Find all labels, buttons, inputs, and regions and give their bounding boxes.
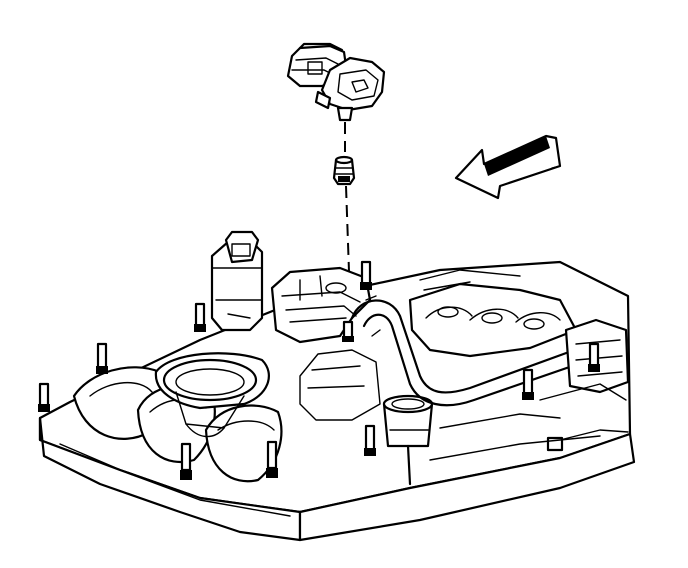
bolt-8 [522,368,534,400]
bolt-5 [266,440,278,478]
bolt-7 [364,424,376,456]
bolt-1 [38,382,50,412]
intake-manifold [38,230,636,542]
mounting-bolts [38,260,600,480]
seal-grommet [332,155,356,186]
bolt-6 [360,260,372,290]
bolt-2 [96,342,108,374]
bolt-9 [588,342,600,372]
bolt-3 [194,302,206,332]
bolt-10 [342,320,354,342]
bolt-4 [180,442,192,480]
map-sensor [286,42,386,122]
direction-arrow [454,134,562,200]
